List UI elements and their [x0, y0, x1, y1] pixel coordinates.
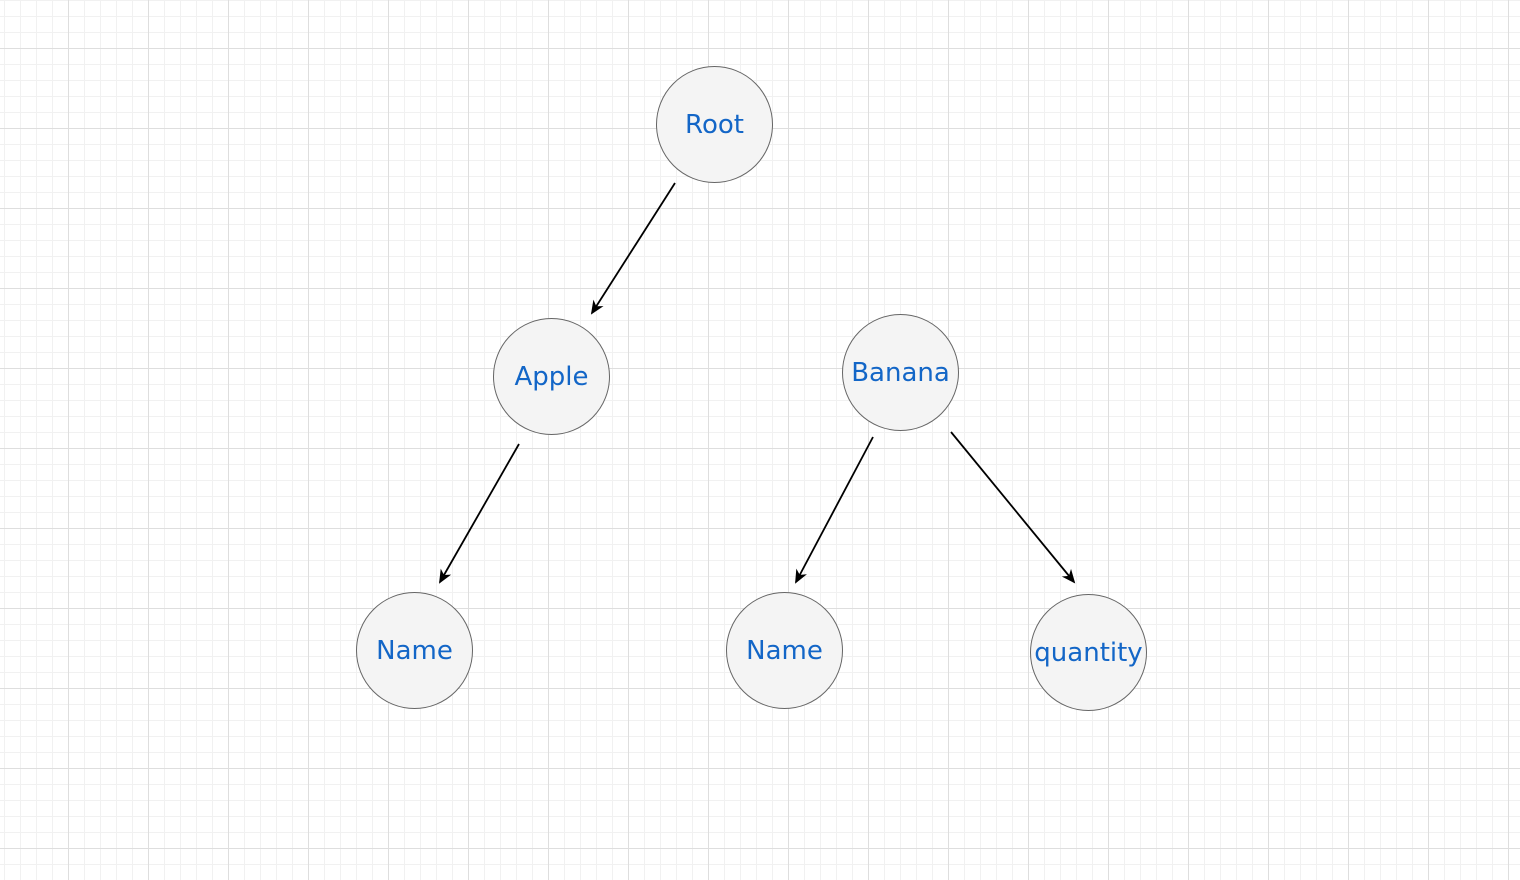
node-apple-name[interactable]: Name	[356, 592, 473, 709]
edge-banana-name[interactable]	[795, 436, 874, 584]
node-banana-quantity[interactable]: quantity	[1030, 594, 1147, 711]
node-root-label: Root	[685, 109, 744, 140]
node-banana[interactable]: Banana	[842, 314, 959, 431]
node-banana-label: Banana	[851, 357, 950, 388]
node-apple[interactable]: Apple	[493, 318, 610, 435]
node-root[interactable]: Root	[656, 66, 773, 183]
edge-apple-name[interactable]	[439, 443, 520, 584]
edge-root-apple[interactable]	[590, 182, 676, 315]
node-apple-label: Apple	[514, 361, 589, 392]
node-banana-name-label: Name	[746, 635, 823, 666]
node-apple-name-label: Name	[376, 635, 453, 666]
edge-banana-quantity[interactable]	[950, 431, 1076, 584]
node-banana-name[interactable]: Name	[726, 592, 843, 709]
node-banana-quantity-label: quantity	[1034, 637, 1143, 668]
